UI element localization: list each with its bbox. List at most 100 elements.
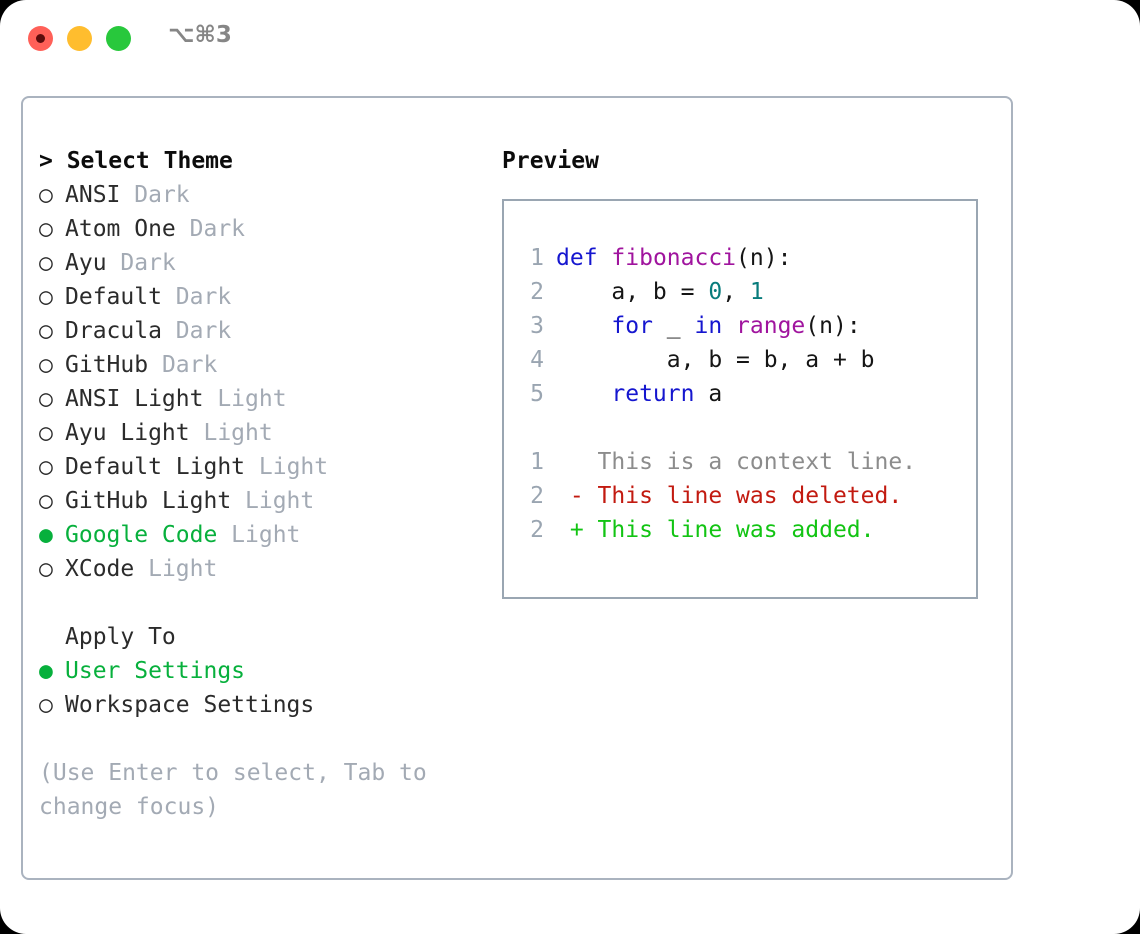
theme-option-kind: Dark — [175, 284, 232, 310]
theme-option-kind: Dark — [161, 352, 218, 378]
code-line: 2 - This line was deleted. — [522, 479, 916, 513]
theme-option-label: Dracula — [65, 318, 176, 344]
keyboard-hint: (Use Enter to select, Tab to change focu… — [39, 760, 427, 820]
radio-unselected-icon: ○ — [39, 692, 53, 718]
radio-unselected-icon: ○ — [39, 454, 53, 480]
code-token-txt — [556, 381, 611, 407]
code-line: 3 for _ in range(n): — [522, 309, 916, 343]
title-bar: ⌥⌘3 — [0, 0, 1140, 78]
theme-option-kind: Light — [245, 488, 315, 514]
main-panel: > Select Theme ○ANSI Dark○Atom One Dark○… — [21, 96, 1013, 880]
minimize-button[interactable] — [67, 26, 92, 51]
code-token-txt: (n): — [805, 313, 861, 339]
radio-unselected-icon: ○ — [39, 182, 53, 208]
theme-option-label: Atom One — [65, 216, 190, 242]
code-token-add: + This line was added. — [556, 517, 875, 543]
theme-option-label: GitHub — [65, 352, 162, 378]
theme-option-label: Google Code — [65, 522, 232, 548]
code-token-kw: return — [611, 381, 695, 407]
theme-option-label: ANSI — [65, 182, 135, 208]
theme-option-ansi[interactable]: ○ ANSI Dark — [39, 178, 489, 212]
radio-unselected-icon: ○ — [39, 216, 53, 242]
theme-picker-column: > Select Theme ○ANSI Dark○Atom One Dark○… — [39, 144, 489, 824]
code-token-txt: _ — [652, 313, 695, 339]
window-controls — [28, 26, 131, 51]
theme-option-atom-one[interactable]: ○ Atom One Dark — [39, 212, 489, 246]
code-token-txt — [598, 245, 612, 271]
code-token-txt: (n): — [736, 245, 792, 271]
apply-to-option-label: User Settings — [65, 658, 246, 684]
theme-option-default[interactable]: ○ Default Dark — [39, 280, 489, 314]
theme-option-dracula[interactable]: ○ Dracula Dark — [39, 314, 489, 348]
preview-header: Preview — [502, 148, 599, 174]
code-token-txt — [556, 313, 611, 339]
theme-option-kind: Dark — [120, 250, 176, 276]
theme-option-ayu-light[interactable]: ○Ayu Light Light — [39, 416, 489, 450]
theme-option-github[interactable]: ○ GitHub Dark — [39, 348, 489, 382]
code-line: 5 return a — [522, 377, 916, 411]
theme-option-google-code[interactable]: ●Google Code Light — [39, 518, 489, 552]
theme-option-xcode[interactable]: ○XCode Light — [39, 552, 489, 586]
theme-option-label: ANSI Light — [65, 386, 218, 412]
apply-to-list: ● User Settings ○ Workspace Settings — [39, 654, 489, 722]
code-token-num: 1 — [749, 279, 764, 305]
code-line — [522, 411, 916, 445]
radio-unselected-icon: ○ — [39, 284, 53, 310]
code-token-txt: a, b = — [556, 279, 709, 305]
code-token-txt: , — [722, 279, 750, 305]
code-token-fn: fibonacci — [611, 245, 737, 271]
theme-option-kind: Dark — [134, 182, 190, 208]
theme-option-kind: Light — [231, 522, 301, 548]
code-line: 4 a, b = b, a + b — [522, 343, 916, 377]
line-number: 1 — [530, 245, 544, 271]
code-token-fn: range — [736, 313, 806, 339]
theme-option-label: Ayu Light — [65, 420, 204, 446]
theme-option-ansi-light[interactable]: ○ ANSI Light Light — [39, 382, 489, 416]
line-number: 5 — [530, 381, 544, 407]
maximize-button[interactable] — [106, 26, 131, 51]
line-number: 2 — [530, 483, 544, 509]
apply-to-header: Apply To — [65, 624, 176, 650]
keyboard-shortcut-label: ⌥⌘3 — [168, 22, 232, 48]
radio-unselected-icon: ○ — [39, 352, 53, 378]
code-token-kw: for — [611, 313, 653, 339]
code-line: 1 This is a context line. — [522, 445, 916, 479]
theme-option-kind: Dark — [189, 216, 246, 242]
theme-option-github-light[interactable]: ○GitHub Light Light — [39, 484, 489, 518]
theme-option-kind: Light — [217, 386, 287, 412]
radio-unselected-icon: ○ — [39, 318, 53, 344]
code-token-txt — [722, 313, 736, 339]
code-token-del: - This line was deleted. — [556, 483, 903, 509]
code-line: 2 a, b = 0, 1 — [522, 275, 916, 309]
apply-to-option-user-settings[interactable]: ● User Settings — [39, 654, 489, 688]
theme-option-label: Ayu — [65, 250, 121, 276]
line-number: 1 — [530, 449, 544, 475]
radio-selected-icon: ● — [39, 658, 53, 684]
radio-unselected-icon: ○ — [39, 556, 53, 582]
close-button[interactable] — [28, 26, 53, 51]
list-spacer — [39, 586, 489, 620]
theme-list: ○ ANSI Dark ○ Atom One Dark ○ Ayu Dark ○ Defaul… — [39, 178, 489, 586]
theme-option-ayu[interactable]: ○ Ayu Dark — [39, 246, 489, 280]
code-token-kw: in — [694, 313, 723, 339]
theme-option-default-light[interactable]: ○ Default Light Light — [39, 450, 489, 484]
theme-option-label: Default Light — [65, 454, 259, 480]
apply-to-option-label: Workspace Settings — [65, 692, 315, 718]
line-number: 4 — [530, 347, 544, 373]
code-token-kw: def — [556, 245, 598, 271]
theme-option-kind: Dark — [175, 318, 232, 344]
theme-option-label: Default — [65, 284, 176, 310]
select-theme-header: > Select Theme — [39, 148, 233, 174]
theme-option-label: GitHub Light — [65, 488, 246, 514]
radio-unselected-icon: ○ — [39, 250, 53, 276]
theme-option-kind: Light — [258, 454, 329, 480]
code-token-ctx: This is a context line. — [556, 449, 917, 475]
code-token-num: 0 — [708, 279, 723, 305]
line-number: 2 — [530, 517, 544, 543]
radio-unselected-icon: ○ — [39, 386, 53, 412]
code-line: 1 def fibonacci(n): — [522, 241, 916, 275]
theme-option-kind: Light — [148, 556, 218, 582]
apply-to-option-workspace-settings[interactable]: ○ Workspace Settings — [39, 688, 489, 722]
